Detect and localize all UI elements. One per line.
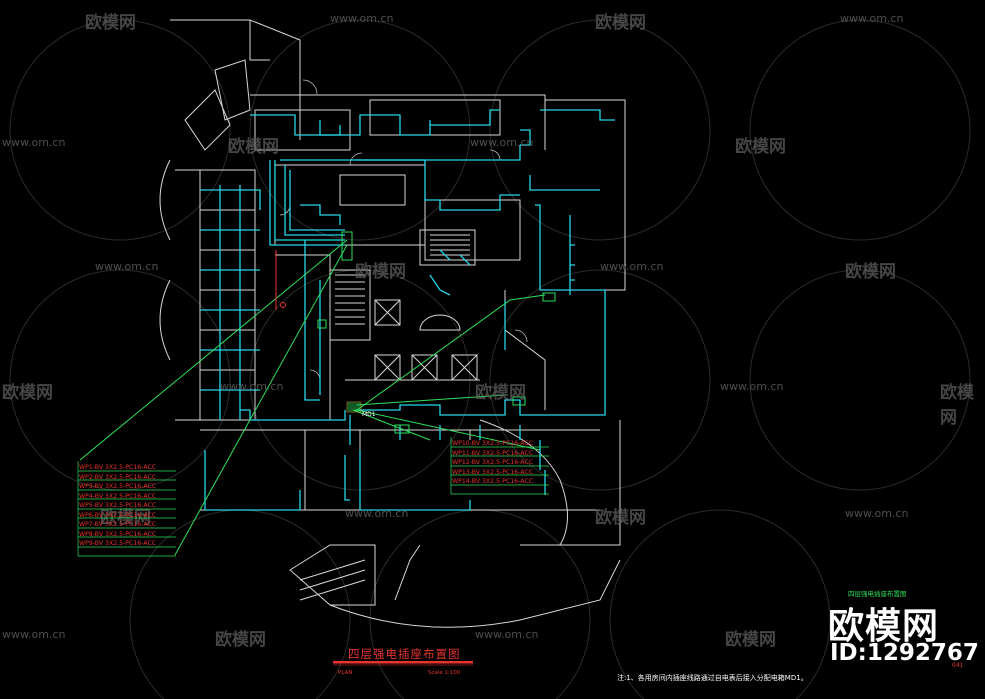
circuit-label: WP8-BV 3X2.5-PC16-ACC	[79, 530, 157, 538]
watermark-brand: 欧模网	[2, 383, 53, 403]
md1-label: MD1	[362, 411, 376, 418]
watermark-url: www.om.cn	[475, 628, 539, 641]
watermark-brand: 欧模网	[355, 262, 406, 282]
distribution-box-east	[512, 396, 526, 406]
watermark-brand: 欧模网	[595, 13, 646, 33]
distribution-box-right	[542, 292, 556, 302]
circuit-label: WP1-BV 3X2.5-PC16-ACC	[79, 464, 157, 471]
watermark-brand: 欧模网	[940, 383, 974, 428]
brand-logo: 欧模网	[828, 606, 940, 647]
watermark-url: www.om.cn	[845, 507, 909, 520]
circuit-label: WP6-BV 3X2.5-PC16-ACC	[79, 511, 157, 519]
drawing-title: 四层强电插座布置图	[348, 647, 461, 661]
building-walls	[159, 19, 626, 628]
circuit-leaders	[79, 239, 546, 556]
distribution-box-south	[394, 424, 410, 434]
red-markers	[275, 250, 286, 310]
page-number: 041	[952, 662, 964, 669]
watermark-url: www.om.cn	[345, 507, 409, 520]
circuit-list-left: WP1-BV 3X2.5-PC16-ACC WP2-BV 3X2.5-PC16-…	[79, 463, 156, 549]
circuit-label: WP2-BV 3X2.5-PC16-ACC	[79, 473, 157, 481]
brand-id: ID:1292767	[830, 640, 979, 666]
circuit-label: WP3-BV 3X2.5-PC16-ACC	[79, 483, 157, 490]
watermark-url: www.om.cn	[330, 12, 394, 25]
title-underline-right: Scale 1:100	[428, 670, 461, 676]
title-underline: PLAN Scale 1:100	[333, 661, 473, 676]
circuit-label: WP10-BV 3X2.5-PC16-ACC	[452, 440, 534, 447]
title-underline-left: PLAN	[338, 670, 352, 676]
distribution-box-west	[317, 319, 327, 329]
watermark-url: www.om.cn	[220, 380, 284, 393]
watermark-brand: 欧模网	[595, 508, 646, 528]
circuit-label: WP12-BV 3X2.5-PC16-ACC	[452, 459, 534, 466]
watermark-url: www.om.cn	[2, 136, 66, 149]
md1-panel	[346, 401, 362, 413]
watermark-brand: 欧模网	[215, 630, 266, 650]
drawing-subtitle: 四层强电插座布置图	[848, 590, 907, 598]
distribution-box	[341, 231, 353, 261]
watermark-brand: 欧模网	[735, 137, 786, 157]
circuit-label: WP13-BV 3X2.5-PC16-ACC	[452, 468, 534, 476]
watermark-brand: 欧模网	[845, 262, 896, 282]
drawing-note: 注:1、各用房间内插座线路通过自电表后接入分配电箱MD1。	[617, 674, 808, 682]
circuit-label: WP7-BV 3X2.5-PC16-ACC	[79, 521, 157, 528]
watermark-brand: 欧模网	[475, 383, 526, 403]
circuit-list-right: WP10-BV 3X2.5-PC16-ACC WP11-BV 3X2.5-PC1…	[452, 439, 533, 487]
circuit-label: WP9-BV 3X2.5-PC16-ACC	[79, 540, 157, 547]
circuit-label: WP5-BV 3X2.5-PC16-ACC	[79, 502, 157, 509]
watermark-brand: 欧模网	[228, 137, 279, 157]
watermark-url: www.om.cn	[2, 628, 66, 641]
watermark-url: www.om.cn	[600, 260, 664, 273]
watermark-url: www.om.cn	[95, 260, 159, 273]
watermark-url: www.om.cn	[720, 380, 784, 393]
circuit-label: WP14-BV 3X2.5-PC16-ACC	[452, 478, 534, 485]
watermark-url: www.om.cn	[470, 136, 534, 149]
wiring-runs	[200, 109, 615, 511]
circuit-label: WP11-BV 3X2.5-PC16-ACC	[452, 449, 534, 457]
panel-boxes	[317, 231, 556, 434]
watermark-brand: 欧模网	[725, 630, 776, 650]
circuit-label: WP4-BV 3X2.5-PC16-ACC	[79, 492, 157, 500]
watermark-brand: 欧模网	[85, 13, 136, 33]
watermark-url: www.om.cn	[840, 12, 904, 25]
